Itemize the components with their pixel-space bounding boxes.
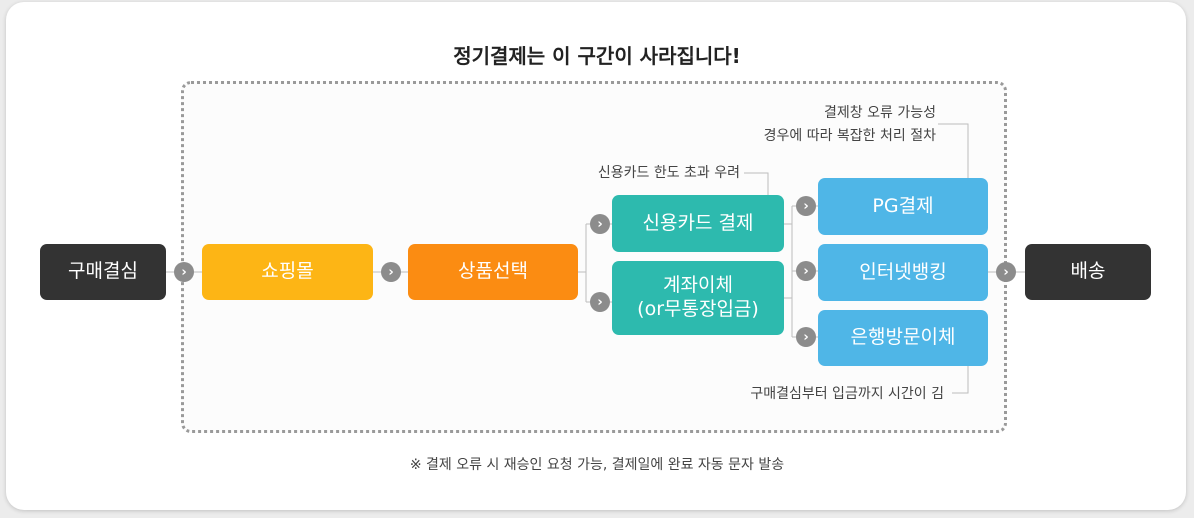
callout-card	[744, 172, 769, 195]
node-delivery: 배송	[1025, 244, 1151, 300]
node-shopping-mall: 쇼핑몰	[202, 244, 373, 300]
node-bank-visit-transfer: 은행방문이체	[818, 310, 988, 366]
chevron-right-icon: ›	[590, 214, 610, 234]
callout-pg	[938, 123, 969, 178]
chevron-right-icon: ›	[590, 292, 610, 312]
node-internet-banking: 인터넷뱅킹	[818, 244, 988, 301]
chevron-right-icon: ›	[996, 262, 1016, 282]
chevron-right-icon: ›	[174, 262, 194, 282]
note-card-limit: 신용카드 한도 초과 우려	[597, 165, 740, 181]
node-purchase-decision: 구매결심	[40, 244, 166, 300]
note-pg-line1: 결제창 오류 가능성	[824, 105, 936, 121]
node-credit-card-payment: 신용카드 결제	[612, 195, 784, 252]
node-account-transfer-line2: (or무통장입금)	[637, 298, 759, 320]
node-account-transfer: 계좌이체 (or무통장입금)	[612, 261, 784, 335]
note-bank-delay: 구매결심부터 입금까지 시간이 김	[750, 386, 944, 402]
node-product-select: 상품선택	[408, 244, 578, 300]
chevron-right-icon: ›	[796, 327, 816, 347]
callout-bank	[952, 366, 969, 394]
diagram-title: 정기결제는 이 구간이 사라집니다!	[453, 44, 741, 68]
footnote: ※ 결제 오류 시 재승인 요청 가능, 결제일에 완료 자동 문자 발송	[409, 457, 785, 473]
node-pg-payment: PG결제	[818, 178, 988, 235]
node-account-transfer-line1: 계좌이체	[663, 274, 733, 297]
chevron-right-icon: ›	[796, 261, 816, 281]
chevron-right-icon: ›	[796, 196, 816, 216]
note-pg-line2: 경우에 따라 복잡한 처리 절차	[763, 128, 936, 144]
chevron-right-icon: ›	[381, 262, 401, 282]
